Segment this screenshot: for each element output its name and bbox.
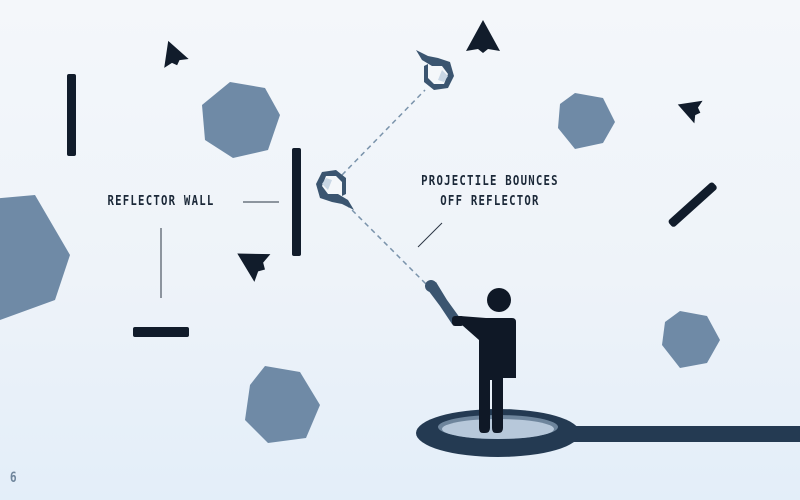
- triangle-enemy-icon: [677, 100, 703, 124]
- triangle-enemy-icon: [466, 20, 500, 53]
- projectile-bounce-label: PROJECTILE BOUNCES OFF REFLECTOR: [408, 172, 572, 212]
- projectile-icon: [316, 170, 354, 210]
- projectile-label-line1: PROJECTILE BOUNCES: [421, 174, 559, 189]
- page-number: 6: [9, 470, 17, 486]
- projectile-icon: [416, 50, 454, 90]
- wall-vertical-left: [67, 74, 76, 156]
- reflector-wall-label: REFLECTOR WALL: [107, 194, 215, 209]
- hexagon-obstacles: [0, 82, 720, 443]
- wall-horizontal: [133, 327, 189, 337]
- player-figure: [457, 288, 516, 433]
- blaster-icon: [425, 280, 464, 326]
- projectile-label-line2: OFF REFLECTOR: [440, 194, 540, 209]
- triangle-enemy-icon: [237, 253, 271, 282]
- hexagon-icon: [662, 311, 720, 368]
- callout-lines: [160, 201, 443, 298]
- trajectory: [341, 89, 433, 291]
- enemies: [164, 20, 703, 282]
- hexagon-icon: [0, 195, 70, 320]
- hexagon-icon: [245, 366, 320, 443]
- hexagon-icon: [558, 93, 615, 149]
- hexagon-icon: [202, 82, 280, 158]
- reflector-wall: [292, 148, 301, 256]
- player-platform: [416, 409, 800, 457]
- walls: [67, 74, 717, 337]
- triangle-enemy-icon: [164, 40, 189, 68]
- wall-diagonal: [668, 182, 717, 227]
